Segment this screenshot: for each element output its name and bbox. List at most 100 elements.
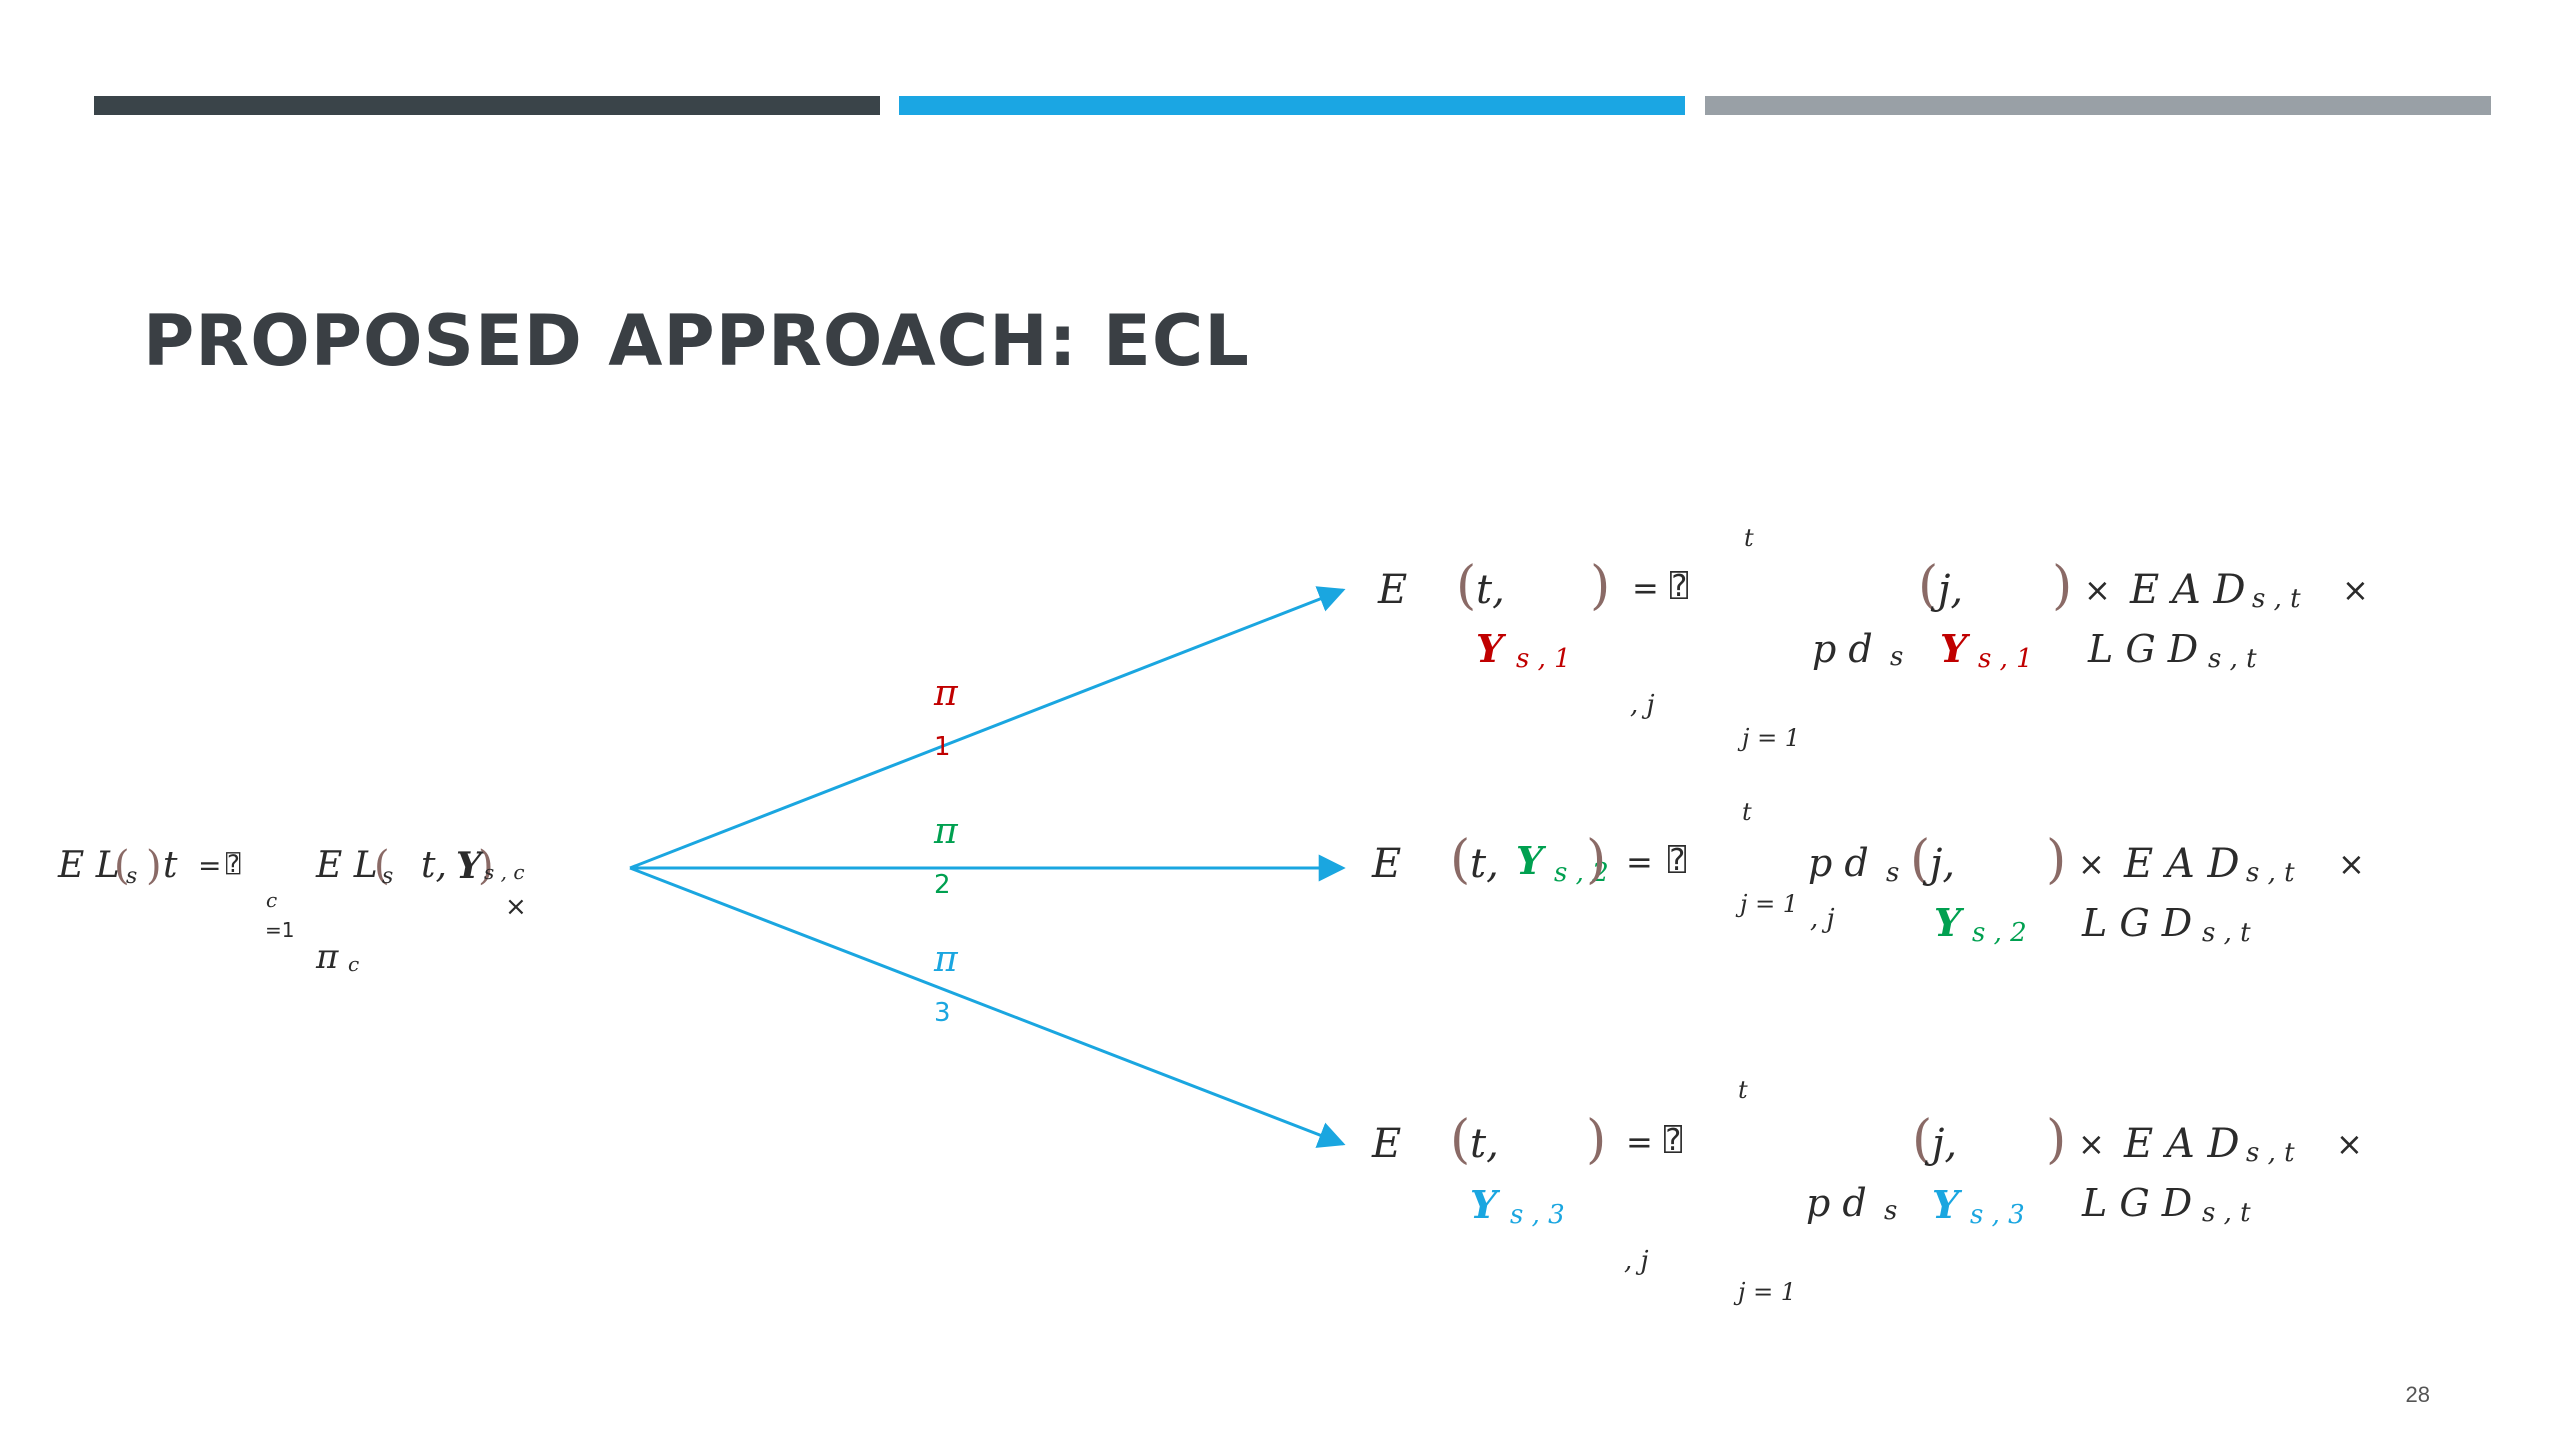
- t-argument: t,: [421, 845, 447, 886]
- y-subscript: s , 2: [1554, 858, 1609, 888]
- times-sign-2: ×: [2342, 571, 2369, 609]
- sum-lower: =1: [265, 918, 295, 942]
- comma-j: , j: [1624, 1246, 1649, 1276]
- pi-index: 3: [934, 998, 951, 1028]
- sum-lower: j = 1: [1740, 890, 1799, 918]
- sum-upper: t: [1738, 1076, 1748, 1104]
- y-vector: Y: [1470, 1182, 1498, 1227]
- sum-upper: t: [1744, 524, 1754, 552]
- paren-open-2: (: [1918, 556, 1939, 616]
- pi-c: π: [316, 937, 339, 977]
- top-bar-blue: [899, 96, 1685, 115]
- sum-symbol: ⍰: [226, 850, 241, 878]
- paren-open-2: (: [1912, 1110, 1933, 1170]
- pd-subscript: s: [1890, 642, 1904, 672]
- sum-upper: c: [266, 888, 278, 912]
- equals-sign: =: [198, 849, 222, 882]
- paren-close: ): [1590, 556, 1611, 616]
- pi-symbol: π: [934, 673, 958, 714]
- y-subscript: s , c: [484, 860, 525, 884]
- top-bar-dark: [94, 96, 880, 115]
- t-argument: t,: [1470, 841, 1499, 887]
- paren-close: ): [1586, 830, 1607, 890]
- lgd-subscript: s , t: [2202, 918, 2251, 948]
- lgd-symbol: L G D: [2088, 627, 2199, 671]
- el-sub-s-2: s: [382, 864, 394, 889]
- y-vector: Y: [1476, 626, 1504, 671]
- paren-close-2: ): [478, 843, 494, 889]
- pi-index: 1: [934, 732, 951, 762]
- pi-symbol: π: [934, 811, 958, 852]
- page-number: 28: [2405, 1382, 2430, 1407]
- pd-subscript: s: [1884, 1196, 1898, 1226]
- e-symbol: E: [1372, 1121, 1402, 1167]
- comma-j: , j: [1810, 904, 1835, 934]
- slide-title: PROPOSED APPROACH: ECL: [143, 300, 1250, 382]
- paren-close: ): [1586, 1110, 1607, 1170]
- j-argument: j,: [1938, 567, 1964, 613]
- sum-symbol: ⍰: [1664, 1123, 1683, 1158]
- j-argument: j,: [1930, 841, 1956, 887]
- t-argument: t,: [1476, 567, 1505, 613]
- y-vector-2: Y: [1940, 626, 1968, 671]
- sum-symbol: ⍰: [1668, 843, 1687, 878]
- pi-index: 2: [934, 870, 951, 900]
- pd-symbol: p d: [1812, 627, 1873, 671]
- j-argument: j,: [1932, 1121, 1958, 1167]
- pi-c-subscript: c: [348, 952, 360, 976]
- equals-sign: =: [1632, 569, 1659, 607]
- pd-symbol: p d: [1806, 1181, 1867, 1225]
- pd-subscript: s: [1886, 858, 1900, 888]
- times-sign-1: ×: [2078, 845, 2105, 883]
- times-sign-2: ×: [2338, 845, 2365, 883]
- arrow-scenario-3: [629, 866, 1346, 1148]
- paren-close-2: ): [2052, 556, 2073, 616]
- paren-open: (: [1450, 1110, 1471, 1170]
- ead-symbol: E A D: [2130, 567, 2246, 613]
- ead-subscript: s , t: [2246, 1138, 2295, 1168]
- paren-open: (: [114, 843, 130, 889]
- ead-symbol: E A D: [2124, 1121, 2240, 1167]
- el-symbol: E L: [58, 845, 120, 886]
- y-subscript-2: s , 1: [1978, 644, 2033, 674]
- top-bar-gray: [1705, 96, 2491, 115]
- lgd-symbol: L G D: [2082, 901, 2193, 945]
- paren-close-2: ): [2046, 830, 2067, 890]
- times-sign-1: ×: [2084, 571, 2111, 609]
- lgd-subscript: s , t: [2202, 1198, 2251, 1228]
- el-t: t: [163, 845, 178, 886]
- times-sign-2: ×: [2336, 1125, 2363, 1163]
- equals-sign: =: [1626, 843, 1653, 881]
- y-vector: Y: [456, 845, 482, 887]
- times-sign-1: ×: [2078, 1125, 2105, 1163]
- sum-lower: j = 1: [1742, 724, 1801, 752]
- paren-open-2: (: [374, 843, 390, 889]
- sum-upper: t: [1742, 798, 1752, 826]
- paren-open: (: [1456, 556, 1477, 616]
- times-sign: ×: [505, 892, 527, 922]
- paren-close: ): [146, 843, 162, 889]
- ead-symbol: E A D: [2124, 841, 2240, 887]
- arrow-scenario-1: [629, 586, 1346, 870]
- e-symbol: E: [1378, 567, 1408, 613]
- equals-sign: =: [1626, 1123, 1653, 1161]
- lgd-subscript: s , t: [2208, 644, 2257, 674]
- el-symbol-2: E L: [316, 845, 378, 886]
- e-symbol: E: [1372, 841, 1402, 887]
- pi-symbol: π: [934, 939, 958, 980]
- ead-subscript: s , t: [2246, 858, 2295, 888]
- lgd-symbol: L G D: [2082, 1181, 2193, 1225]
- t-argument: t,: [1470, 1121, 1499, 1167]
- sum-symbol: ⍰: [1670, 569, 1689, 604]
- y-subscript-2: s , 2: [1972, 918, 2027, 948]
- comma-j: , j: [1630, 690, 1655, 720]
- paren-open-2: (: [1910, 830, 1931, 890]
- y-vector-2: Y: [1932, 1182, 1960, 1227]
- y-subscript: s , 1: [1516, 644, 1571, 674]
- y-subscript: s , 3: [1510, 1200, 1565, 1230]
- paren-close-2: ): [2046, 1110, 2067, 1170]
- y-subscript-2: s , 3: [1970, 1200, 2025, 1230]
- y-vector-2: Y: [1934, 900, 1962, 945]
- sum-lower: j = 1: [1738, 1278, 1797, 1306]
